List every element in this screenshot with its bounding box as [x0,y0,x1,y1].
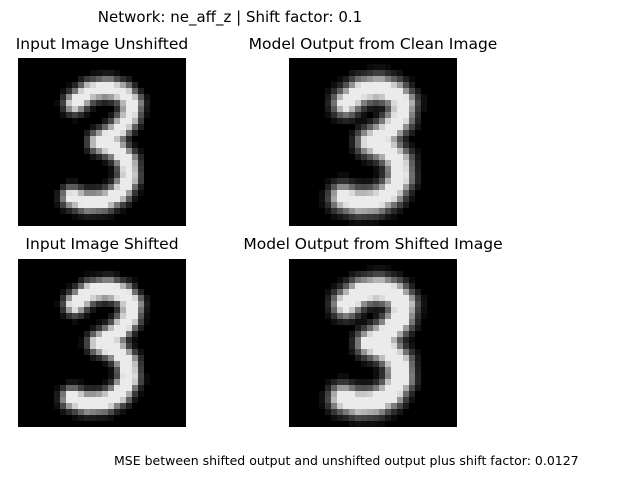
figure-suptitle: Network: ne_aff_z | Shift factor: 0.1 [97,8,363,26]
panel-input-shifted [18,259,186,427]
digit-image-input-unshifted [18,58,186,226]
panel-output-clean [289,58,457,226]
mse-footnote: MSE between shifted output and unshifted… [114,453,579,468]
digit-image-output-clean [289,58,457,226]
panel-title-output-clean: Model Output from Clean Image [248,35,498,53]
panel-output-shifted [289,259,457,427]
panel-title-output-shifted: Model Output from Shifted Image [243,235,503,253]
panel-title-input-shifted: Input Image Shifted [25,235,179,253]
panel-title-input-unshifted: Input Image Unshifted [15,35,189,53]
panel-input-unshifted [18,58,186,226]
digit-image-input-shifted [18,259,186,427]
digit-image-output-shifted [289,259,457,427]
